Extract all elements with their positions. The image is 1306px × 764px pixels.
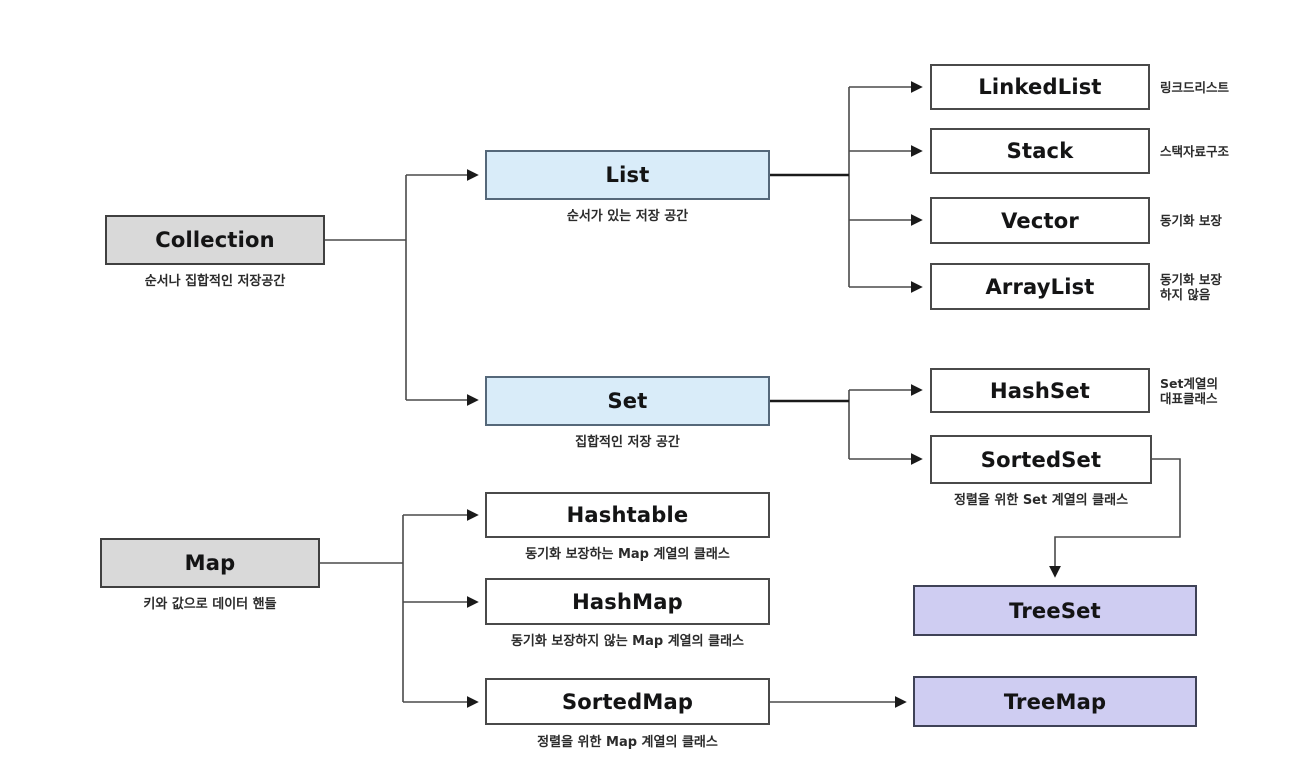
node-treeset: TreeSet (913, 585, 1197, 636)
node-hashtable: Hashtable (485, 492, 770, 538)
node-collection-label: Collection (155, 228, 275, 252)
node-sortedset-caption: 정렬을 위한 Set 계열의 클래스 (953, 493, 1129, 508)
node-list: List (485, 150, 770, 200)
node-linkedlist: LinkedList (930, 64, 1150, 110)
node-sortedset: SortedSet (930, 435, 1152, 484)
node-treemap: TreeMap (913, 676, 1197, 727)
node-linkedlist-label: LinkedList (978, 75, 1102, 99)
node-stack-caption: 스택자료구조 (1160, 143, 1230, 159)
node-hashtable-label: Hashtable (566, 503, 689, 527)
node-set-label: Set (607, 389, 648, 413)
node-treemap-label: TreeMap (1003, 689, 1107, 714)
node-stack-label: Stack (1006, 139, 1074, 163)
node-list-label: List (605, 163, 650, 187)
node-sortedset-label: SortedSet (980, 447, 1102, 472)
node-treeset-label: TreeSet (1009, 598, 1101, 623)
node-hashset-label: HashSet (989, 378, 1090, 403)
node-hashmap-caption: 동기화 보장하지 않는 Map 계열의 클래스 (510, 634, 745, 649)
node-map-caption: 키와 값으로 데이터 핸들 (143, 597, 277, 612)
node-stack: Stack (930, 128, 1150, 174)
node-vector-label: Vector (1001, 208, 1079, 233)
node-collection: Collection (105, 215, 325, 265)
node-linkedlist-caption: 링크드리스트 (1160, 79, 1230, 95)
node-map-label: Map (184, 551, 236, 575)
node-vector: Vector (930, 197, 1150, 244)
node-sortedmap-caption: 정렬을 위한 Map 계열의 클래스 (537, 735, 718, 750)
node-hashset: HashSet (930, 368, 1150, 413)
node-arraylist: ArrayList (930, 263, 1150, 310)
node-hashmap: HashMap (485, 578, 770, 625)
node-arraylist-label: ArrayList (985, 274, 1095, 299)
node-hashmap-label: HashMap (572, 589, 683, 614)
node-sortedmap-label: SortedMap (561, 689, 694, 714)
node-sortedmap: SortedMap (485, 678, 770, 725)
node-list-caption: 순서가 있는 저장 공간 (566, 209, 689, 224)
node-hashtable-caption: 동기화 보장하는 Map 계열의 클래스 (525, 547, 730, 562)
node-arraylist-caption: 동기화 보장 하지 않음 (1160, 271, 1222, 302)
node-vector-caption: 동기화 보장 (1160, 213, 1222, 228)
node-map: Map (100, 538, 320, 588)
node-hashset-caption: Set계열의 대표클래스 (1160, 375, 1218, 406)
node-collection-caption: 순서나 집합적인 저장공간 (144, 274, 286, 289)
node-set-caption: 집합적인 저장 공간 (575, 435, 680, 450)
node-set: Set (485, 376, 770, 426)
